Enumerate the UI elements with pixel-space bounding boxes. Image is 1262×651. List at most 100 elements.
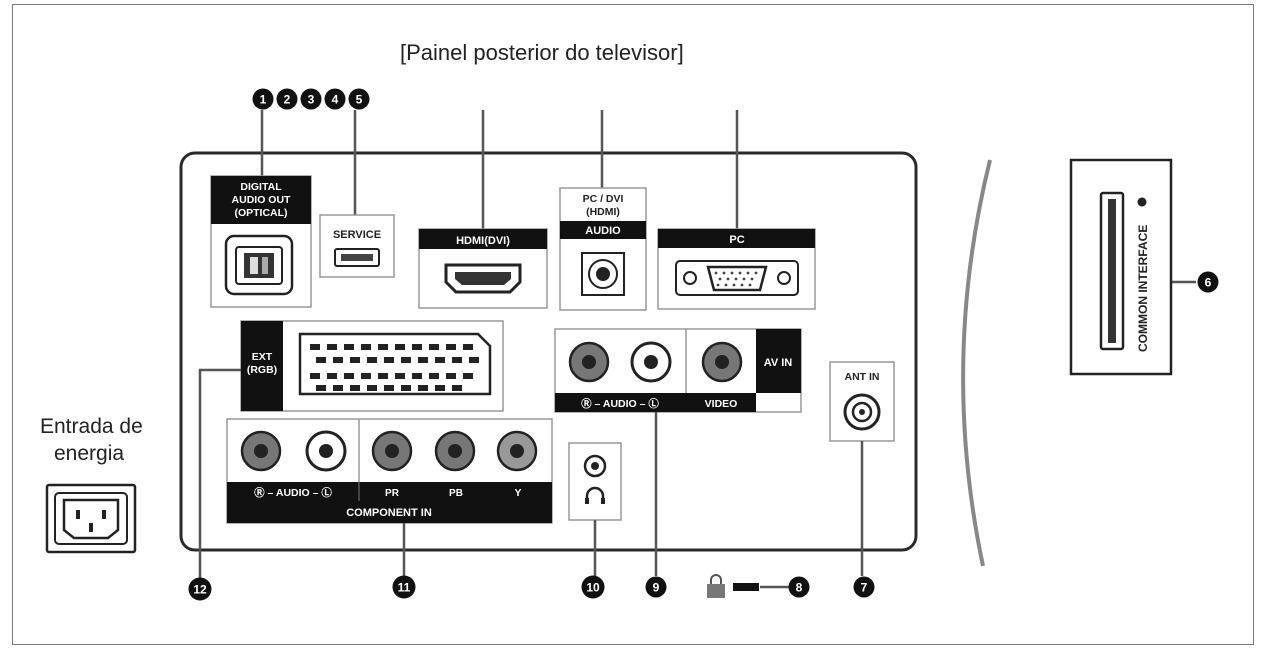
- scart-pin: [446, 344, 456, 350]
- scart-pin: [384, 385, 394, 391]
- component-in-port-group: Ⓡ – AUDIO – Ⓛ PR PB Y COMPONENT IN: [226, 418, 553, 524]
- scart-pin: [435, 357, 445, 363]
- scart-pin: [418, 357, 428, 363]
- leader-lines-top: [260, 110, 739, 233]
- callout-11: 11: [392, 575, 416, 599]
- hdmi-label: HDMI(DVI): [456, 235, 510, 247]
- pr-label: PR: [385, 488, 400, 499]
- svg-text:10: 10: [586, 581, 600, 595]
- scart-pin: [333, 357, 343, 363]
- callout-6: 6: [1197, 271, 1219, 293]
- pc-vga-port: PC: [657, 228, 816, 310]
- hdmi-dvi-port: HDMI(DVI): [418, 228, 548, 309]
- callout-1: 1: [252, 88, 274, 110]
- callout-3: 3: [300, 88, 322, 110]
- pc-label: PC: [729, 234, 744, 246]
- svg-text:8: 8: [796, 581, 803, 595]
- scart-pin: [344, 344, 354, 350]
- pc-dvi-audio-port: PC / DVI (HDMI) AUDIO: [559, 187, 647, 311]
- ci-marker-icon: [1137, 197, 1147, 207]
- digital-label-line1: DIGITAL: [240, 181, 282, 193]
- scart-pin: [361, 373, 371, 379]
- digital-label-line3: (OPTICAL): [234, 207, 287, 219]
- callout-5: 5: [348, 88, 370, 110]
- scart-pin: [310, 344, 320, 350]
- pb-label: PB: [449, 488, 463, 499]
- scart-pin: [361, 344, 371, 350]
- av-video-jack: [701, 341, 743, 383]
- svg-text:6: 6: [1205, 276, 1212, 290]
- callout-4: 4: [324, 88, 346, 110]
- power-input: Entrada de energia: [40, 415, 143, 554]
- ext-label-line1: EXT: [252, 351, 273, 363]
- comp-audio-l-jack: [305, 430, 347, 472]
- svg-text:9: 9: [653, 581, 660, 595]
- scart-pin: [452, 385, 462, 391]
- ant-in-port: ANT IN: [829, 361, 895, 442]
- panel-title: [Painel posterior do televisor]: [400, 40, 684, 65]
- scart-pin: [350, 357, 360, 363]
- scart-pin: [401, 357, 411, 363]
- svg-text:7: 7: [861, 581, 868, 595]
- scart-pin: [316, 357, 326, 363]
- video-label: VIDEO: [705, 398, 738, 410]
- digital-label-line2: AUDIO OUT: [232, 194, 292, 206]
- av-audio-r-jack: [568, 341, 610, 383]
- scart-pin: [378, 373, 388, 379]
- comp-pr-jack: [371, 430, 413, 472]
- av-in-port-group: Ⓡ – AUDIO – Ⓛ VIDEO AV IN: [554, 328, 802, 413]
- ext-label-line2: (RGB): [247, 364, 277, 376]
- scart-pin: [463, 373, 473, 379]
- scart-pin: [316, 385, 326, 391]
- svg-text:2: 2: [284, 93, 291, 107]
- scart-pin: [412, 373, 422, 379]
- callout-10: 10: [581, 575, 605, 599]
- digital-audio-out-port: DIGITAL AUDIO OUT (OPTICAL): [210, 175, 312, 308]
- scart-pin: [327, 344, 337, 350]
- svg-text:11: 11: [398, 581, 411, 595]
- scart-pin: [452, 357, 462, 363]
- svg-text:5: 5: [356, 93, 363, 107]
- scart-pin: [384, 357, 394, 363]
- scart-pin: [344, 373, 354, 379]
- scart-pin: [327, 373, 337, 379]
- callout-8: 8: [788, 576, 810, 598]
- power-label-line1: Entrada de: [40, 415, 143, 438]
- scart-pin: [395, 344, 405, 350]
- scart-pin: [418, 385, 428, 391]
- scart-pin: [401, 385, 411, 391]
- power-label-line2: energia: [54, 442, 124, 465]
- svg-text:4: 4: [332, 93, 339, 107]
- scart-pin: [395, 373, 405, 379]
- scart-pin: [412, 344, 422, 350]
- ext-rgb-scart-port: EXT (RGB): [240, 320, 504, 412]
- pc-audio-label: AUDIO: [585, 225, 621, 237]
- y-label: Y: [514, 487, 521, 499]
- scart-pin: [378, 344, 388, 350]
- callout-12: 12: [188, 577, 212, 601]
- callout-2: 2: [276, 88, 298, 110]
- av-audio-l-jack: [630, 341, 672, 383]
- scart-pin: [446, 373, 456, 379]
- component-audio-label: Ⓡ – AUDIO – Ⓛ: [254, 486, 332, 499]
- callout-9: 9: [645, 576, 667, 598]
- comp-audio-r-jack: [240, 430, 282, 472]
- service-port: SERVICE: [319, 214, 395, 278]
- scart-pin: [367, 385, 377, 391]
- av-audio-label: Ⓡ – AUDIO – Ⓛ: [581, 397, 659, 410]
- component-in-label: COMPONENT IN: [346, 507, 432, 519]
- diagram-frame: [12, 4, 1254, 645]
- leader-lines-bottom: [198, 280, 1196, 589]
- headphone-icon: [585, 486, 605, 502]
- scart-pin: [429, 373, 439, 379]
- headphone-port: [568, 442, 622, 521]
- scart-pin: [469, 357, 479, 363]
- svg-text:3: 3: [308, 93, 315, 107]
- av-in-label: AV IN: [764, 357, 793, 369]
- ant-in-label: ANT IN: [845, 371, 880, 383]
- common-interface-label: COMMON INTERFACE: [1136, 225, 1150, 352]
- pc-dvi-label-line2: (HDMI): [586, 206, 620, 218]
- kensington-lock-icon: [707, 574, 759, 598]
- scart-pin: [463, 344, 473, 350]
